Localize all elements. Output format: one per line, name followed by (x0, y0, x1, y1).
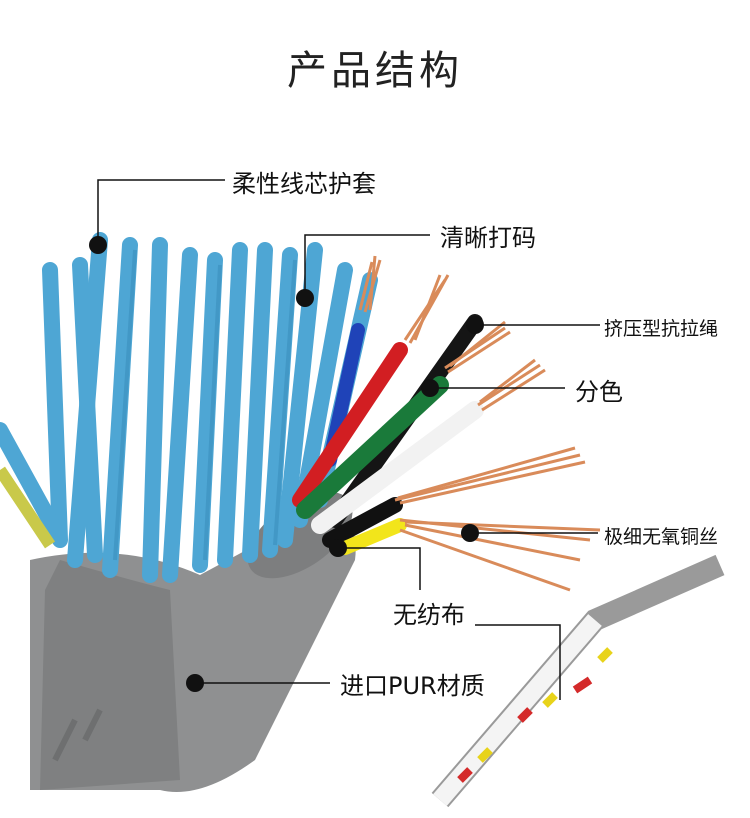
callout-dots (89, 236, 484, 692)
callout-copper-wire: 极细无氧铜丝 (604, 526, 719, 548)
yellow-wire (338, 518, 407, 555)
copper-strands (358, 255, 601, 592)
callout-nonwoven: 无纺布 (393, 601, 465, 629)
white-wire (311, 401, 484, 534)
callout-pur-material: 进口PUR材质 (340, 672, 485, 700)
callout-sheath: 柔性线芯护套 (232, 170, 376, 198)
outer-jacket-back (40, 560, 180, 790)
callout-lines (97, 179, 600, 700)
page-title: 产品结构 (287, 48, 463, 94)
callout-color-coding: 分色 (575, 378, 623, 406)
green-yellow-core (0, 466, 55, 549)
green-wire (296, 376, 449, 519)
small-cable-stripes-2 (477, 647, 613, 763)
callout-tensile-rope: 挤压型抗拉绳 (604, 318, 719, 340)
callout-marking: 清晰打码 (440, 224, 536, 252)
jacket-text (52, 708, 103, 762)
small-cable-stripes (457, 676, 593, 783)
black-wire-2 (322, 497, 403, 548)
red-wire (292, 342, 408, 508)
blue-core-shading (113, 249, 297, 561)
